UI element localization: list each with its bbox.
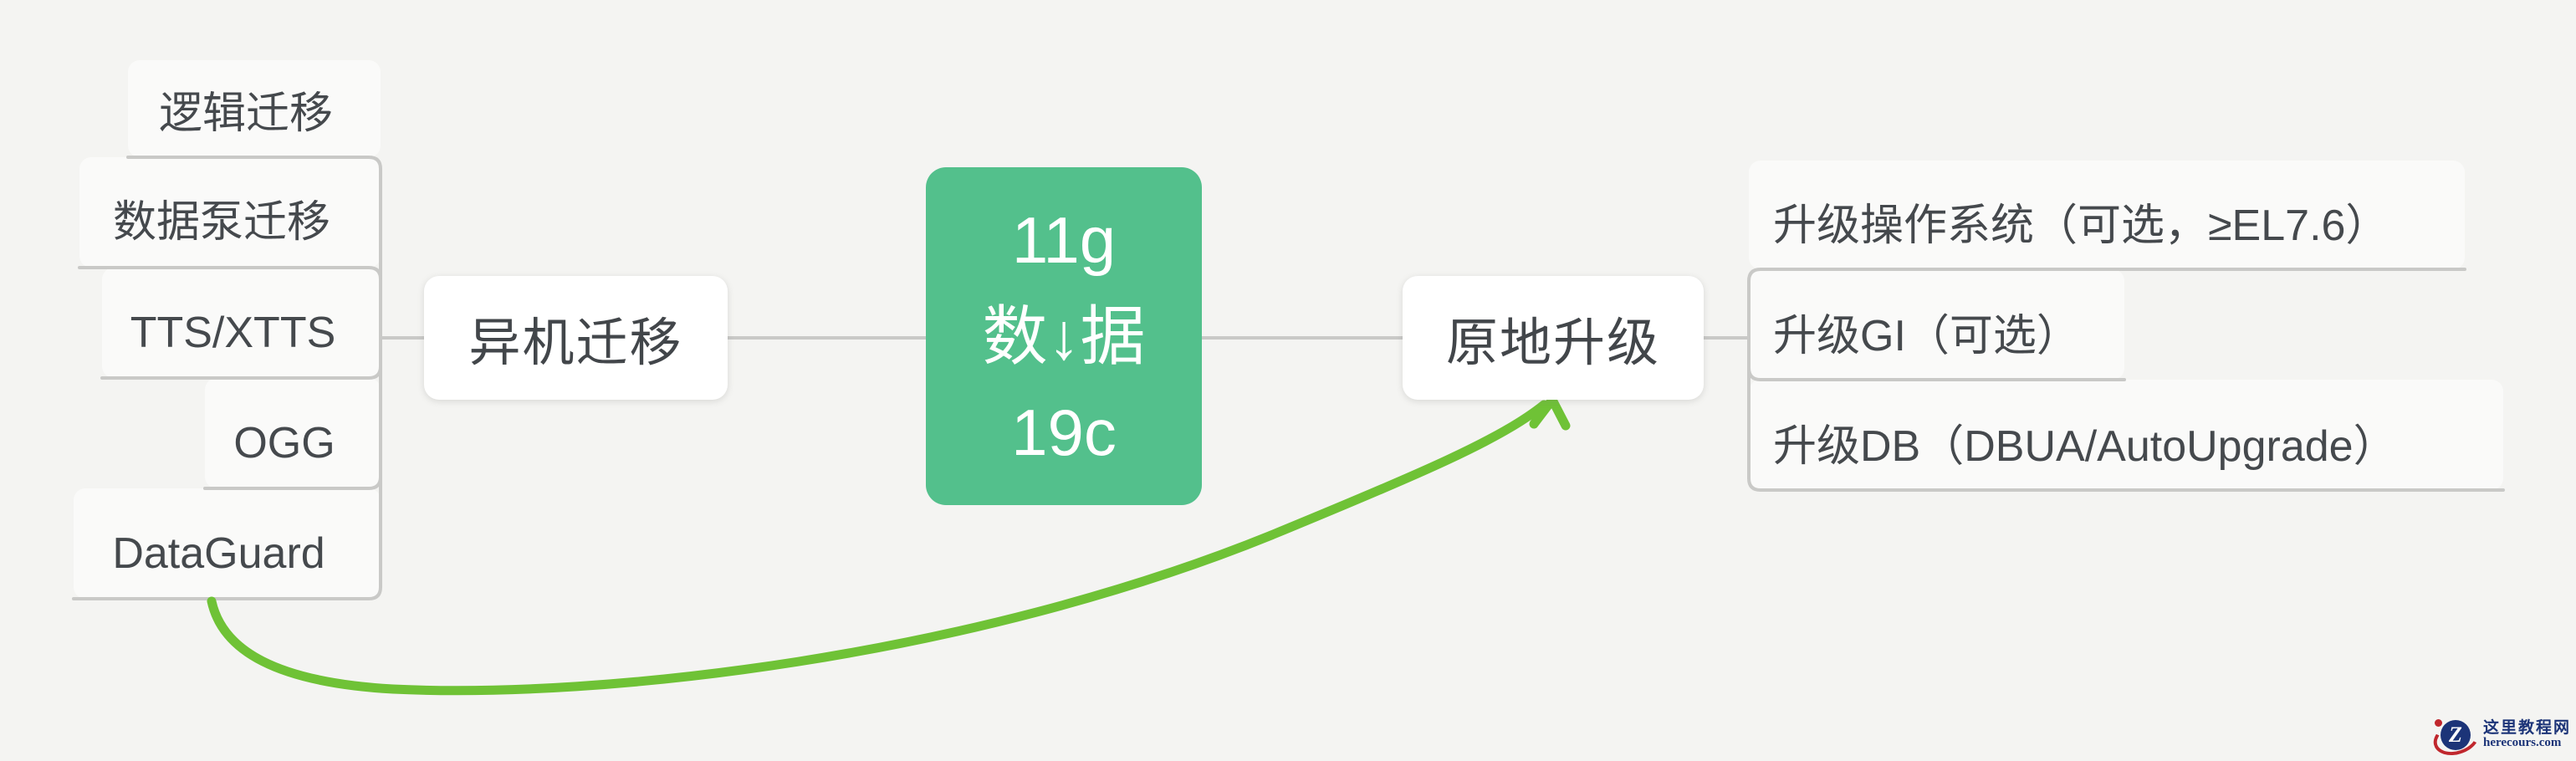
logo-dot-icon xyxy=(2434,719,2442,727)
curved-arrow xyxy=(207,395,1571,696)
branch-connectors xyxy=(72,156,2505,600)
node-upgrade-os: 升级操作系统（可选，≥EL7.6） xyxy=(1773,202,2389,250)
node-upgrade-db: 升级DB（DBUA/AutoUpgrade） xyxy=(1773,422,2397,471)
node-inplace-upgrade: 原地升级 xyxy=(1403,276,1704,400)
node-tts-xtts: TTS/XTTS xyxy=(130,309,336,357)
node-datapump-migration: 数据泵迁移 xyxy=(112,198,330,247)
arrowhead-icon xyxy=(1529,395,1571,431)
root-line-11g: 11g xyxy=(1011,202,1117,277)
watermark: Z 这里教程网 herecours.com xyxy=(2429,714,2571,761)
node-dataguard: DataGuard xyxy=(112,529,325,578)
node-remote-migration: 异机迁移 xyxy=(424,276,728,400)
watermark-site-name: 这里教程网 xyxy=(2482,719,2571,738)
node-logical-migration: 逻辑迁移 xyxy=(158,89,333,138)
node-ogg: OGG xyxy=(233,419,335,467)
watermark-site-url: herecours.com xyxy=(2482,736,2562,750)
node-upgrade-gi: 升级GI（可选） xyxy=(1773,312,2080,360)
logo-letter: Z xyxy=(2440,720,2471,750)
logo-icon: Z xyxy=(2429,714,2484,761)
root-line-19c: 19c xyxy=(1011,395,1117,469)
node-card-fills xyxy=(74,60,2503,599)
root-node: 11g 数↓据 19c xyxy=(926,167,1202,505)
root-line-data: 数↓据 xyxy=(982,299,1146,373)
